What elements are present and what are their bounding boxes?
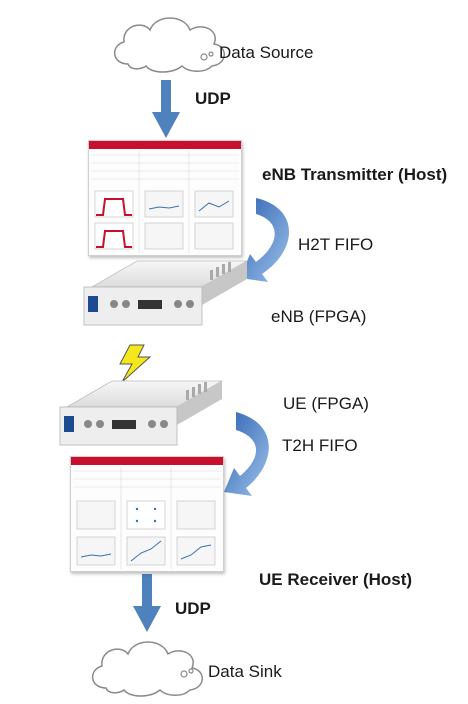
lightning-icon bbox=[119, 344, 152, 383]
panel-title-bar bbox=[89, 141, 241, 149]
down-arrow-icon-bottom bbox=[133, 574, 161, 632]
cloud-icon-sink bbox=[92, 641, 203, 697]
device-enb bbox=[83, 260, 249, 326]
h2t-fifo-label: H2T FIFO bbox=[298, 235, 374, 254]
t2h-fifo-label: T2H FIFO bbox=[282, 436, 358, 455]
thought-dots-sink bbox=[180, 668, 194, 678]
device-ue bbox=[59, 380, 224, 446]
thought-dots-source bbox=[200, 51, 214, 61]
udp-label-top: UDP bbox=[195, 89, 231, 108]
down-arrow-icon-top bbox=[152, 80, 180, 138]
ue-receiver-label: UE Receiver (Host) bbox=[259, 570, 413, 589]
udp-label-bottom: UDP bbox=[175, 599, 211, 618]
cloud-icon-source bbox=[114, 17, 225, 73]
enb-fpga-label: eNB (FPGA) bbox=[271, 307, 367, 326]
enb-transmitter-label: eNB Transmitter (Host) bbox=[262, 165, 448, 184]
curved-arrow-icon-t2h bbox=[224, 412, 269, 496]
data-source-label: Data Source bbox=[219, 43, 314, 62]
transmitter-panel-graphics bbox=[91, 151, 239, 253]
panel-title-bar bbox=[71, 457, 223, 465]
receiver-panel-graphics bbox=[73, 467, 221, 569]
ue-fpga-label: UE (FPGA) bbox=[283, 394, 369, 413]
receiver-host-panel bbox=[70, 456, 224, 572]
data-sink-label: Data Sink bbox=[208, 662, 282, 681]
transmitter-host-panel bbox=[88, 140, 242, 256]
curved-arrow-icon-h2t bbox=[240, 198, 290, 282]
